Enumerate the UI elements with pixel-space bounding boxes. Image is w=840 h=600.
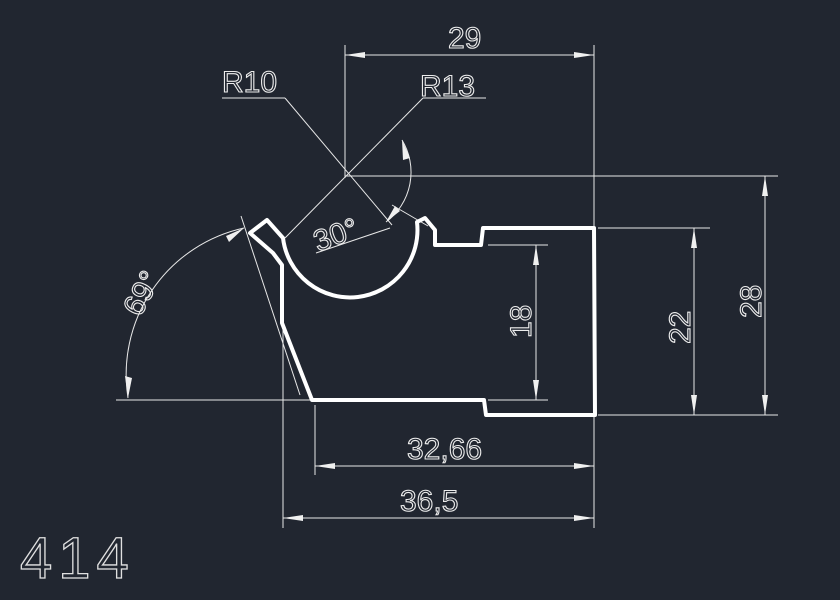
dim-groove-angle: 30° (309, 212, 363, 259)
dim-radius-large: R13 (420, 70, 475, 103)
dimension-lines (125, 52, 768, 521)
part-number: 414 (20, 526, 135, 591)
dim-bottom-width: 32,66 (407, 433, 482, 466)
dim-total-width: 36,5 (400, 485, 458, 518)
dim-inner-height: 18 (505, 305, 538, 338)
extension-lines (116, 45, 778, 528)
dim-total-height: 28 (735, 285, 768, 318)
dim-mid-height: 22 (664, 311, 697, 344)
dim-radius-small: R10 (222, 66, 277, 99)
dim-top-width: 29 (448, 22, 481, 55)
profile-outline (248, 216, 597, 417)
dim-side-angle: 69° (117, 266, 167, 322)
